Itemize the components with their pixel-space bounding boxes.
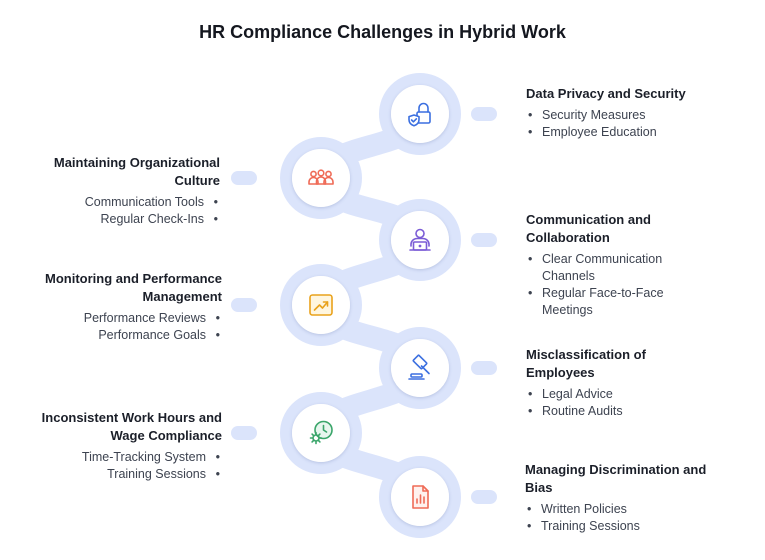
clock-gear-icon — [309, 420, 333, 445]
item-communication-collaboration: Communication and Collaboration Clear Co… — [526, 211, 706, 319]
bullet-item: Employee Education — [526, 124, 756, 141]
gavel-icon — [408, 354, 430, 380]
item-title: Maintaining Organizational Culture — [53, 155, 220, 188]
team-icon — [308, 169, 334, 185]
bullet-item: Regular Face-to-Face Meetings — [526, 285, 706, 319]
item-data-privacy: Data Privacy and Security Security Measu… — [526, 85, 756, 141]
bullet-item: Security Measures — [526, 107, 756, 124]
trend-chart-icon — [309, 294, 333, 316]
item-organizational-culture: Maintaining Organizational Culture Commu… — [20, 154, 220, 228]
item-title: Inconsistent Work Hours and Wage Complia… — [41, 410, 222, 443]
bullet-item: Training Sessions — [20, 466, 222, 483]
diagram-title: HR Compliance Challenges in Hybrid Work — [199, 22, 566, 42]
node-communication-collaboration — [391, 211, 449, 269]
node-data-privacy — [391, 85, 449, 143]
item-title: Managing Discrimination and Bias — [525, 462, 707, 495]
node-organizational-culture — [292, 149, 350, 207]
item-title: Data Privacy and Security — [526, 86, 686, 101]
report-document-icon — [412, 485, 429, 509]
bullet-item: Time-Tracking System — [20, 449, 222, 466]
item-work-hours: Inconsistent Work Hours and Wage Complia… — [20, 409, 222, 483]
bullet-item: Legal Advice — [526, 386, 676, 403]
lock-shield-icon — [408, 102, 431, 127]
node-misclassification — [391, 339, 449, 397]
item-title: Misclassification of Employees — [526, 347, 646, 380]
item-title: Monitoring and Performance Management — [45, 271, 222, 304]
item-discrimination-bias: Managing Discrimination and Bias Written… — [525, 461, 715, 535]
bullet-item: Routine Audits — [526, 403, 676, 420]
bullet-item: Clear Communication Channels — [526, 251, 706, 285]
item-performance-management: Monitoring and Performance Management Pe… — [20, 270, 222, 344]
bullet-item: Regular Check-Ins — [20, 211, 220, 228]
person-laptop-icon — [409, 228, 431, 251]
bullet-item: Performance Goals — [20, 327, 222, 344]
bullet-item: Training Sessions — [525, 518, 715, 535]
item-title: Communication and Collaboration — [526, 212, 651, 245]
bullet-item: Performance Reviews — [20, 310, 222, 327]
bullet-item: Written Policies — [525, 501, 715, 518]
bullet-item: Communication Tools — [20, 194, 220, 211]
node-performance-management — [292, 276, 350, 334]
node-discrimination-bias — [391, 468, 449, 526]
node-work-hours — [292, 404, 350, 462]
item-misclassification: Misclassification of Employees Legal Adv… — [526, 346, 676, 420]
